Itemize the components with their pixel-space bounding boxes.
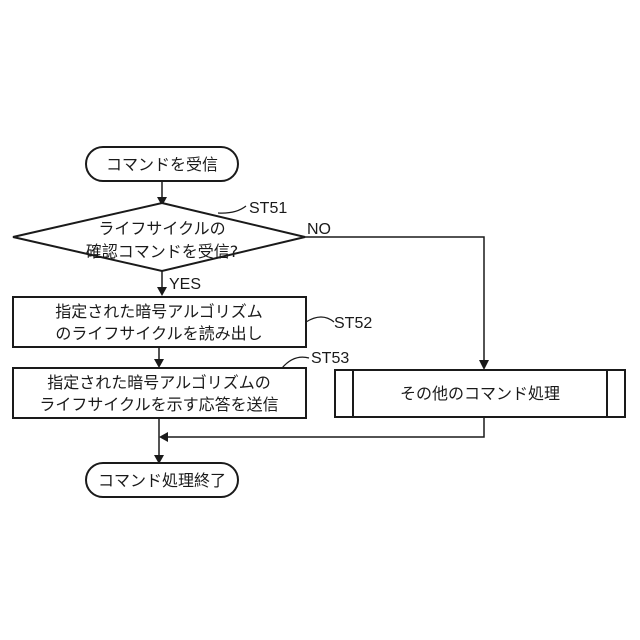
arrowhead-merge xyxy=(159,432,168,442)
end-terminal: コマンド処理終了 xyxy=(86,463,238,497)
process2-label-line2: ライフサイクルを示す応答を送信 xyxy=(39,395,278,414)
step-id-st52: ST52 xyxy=(334,315,372,332)
start-terminal-label: コマンドを受信 xyxy=(106,155,218,174)
arrowhead-process2 xyxy=(154,359,164,368)
process1-label-line1: 指定された暗号アルゴリズム xyxy=(55,302,263,321)
start-terminal: コマンドを受信 xyxy=(86,147,238,181)
arrowhead-process1 xyxy=(157,287,167,296)
step-leader-st52 xyxy=(306,317,334,322)
step-leader-st51 xyxy=(218,206,246,213)
step-id-st53: ST53 xyxy=(311,350,349,367)
subprocess-node: その他のコマンド処理 xyxy=(335,370,625,417)
yes-branch-label: YES xyxy=(169,276,201,293)
subprocess-label: その他のコマンド処理 xyxy=(400,384,560,403)
decision-label-line2: 確認コマンドを受信? xyxy=(86,242,239,261)
decision-label-line1: ライフサイクルの xyxy=(98,219,225,238)
end-terminal-label: コマンド処理終了 xyxy=(98,471,226,490)
process2-node: 指定された暗号アルゴリズムの ライフサイクルを示す応答を送信 xyxy=(13,368,306,418)
arrowhead-subprocess xyxy=(479,360,489,370)
process1-label-line2: のライフサイクルを読み出し xyxy=(55,324,262,343)
no-branch-label: NO xyxy=(307,221,331,238)
step-leader-st53 xyxy=(282,357,309,368)
step-id-st51: ST51 xyxy=(249,200,287,217)
process1-node: 指定された暗号アルゴリズム のライフサイクルを読み出し xyxy=(13,297,306,347)
process2-label-line1: 指定された暗号アルゴリズムの xyxy=(47,373,271,392)
connector-no-branch xyxy=(305,237,484,361)
connector-subprocess-merge xyxy=(167,417,484,437)
